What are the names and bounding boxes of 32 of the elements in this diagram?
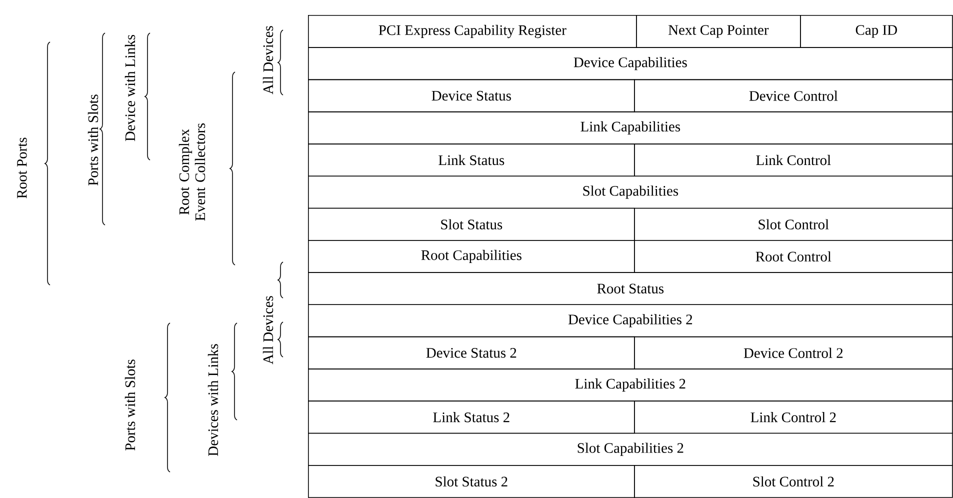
register-cell: Link Control [634, 144, 953, 176]
register-cell: Device Control 2 [634, 336, 953, 370]
register-cell: Slot Status [308, 208, 635, 241]
register-cell: Device Status 2 [308, 336, 635, 370]
register-cell: Cap ID [800, 15, 953, 48]
register-cell: Link Capabilities [308, 111, 953, 144]
register-cell: Root Control [634, 240, 953, 273]
bracket-label: Devices with Links [208, 344, 218, 456]
bracket-label: Root Ports [17, 138, 27, 198]
register-cell: Slot Status 2 [308, 464, 635, 498]
register-cell: Slot Control [634, 208, 953, 241]
register-cell: Root Capabilities [308, 240, 635, 273]
bracket-label: Ports with Slots [124, 360, 136, 450]
register-cell: PCI Express Capability Register [308, 15, 637, 48]
register-cell: Link Capabilities 2 [308, 368, 953, 402]
register-cell: Device Status [308, 79, 635, 112]
register-cell: Device Capabilities 2 [308, 304, 953, 338]
register-cell: Root Status [308, 272, 953, 306]
register-cell: Link Status [308, 144, 635, 176]
register-cell: Link Control 2 [634, 400, 953, 434]
bracket-label: Device with Links [124, 34, 136, 142]
bracket-label: All Devices [262, 296, 274, 364]
bracket-label: Root Complex Event Collectors [178, 123, 206, 221]
register-cell: Device Capabilities [308, 47, 953, 80]
bracket-label: All Devices [262, 26, 274, 94]
register-cell: Next Cap Pointer [636, 15, 801, 48]
register-cell: Device Control [634, 79, 953, 112]
register-cell: Slot Capabilities [308, 176, 953, 209]
register-cell: Slot Control 2 [634, 464, 953, 498]
bracket-label: Ports with Slots [88, 94, 98, 186]
register-cell: Slot Capabilities 2 [308, 432, 953, 466]
register-cell: Link Status 2 [308, 400, 635, 434]
